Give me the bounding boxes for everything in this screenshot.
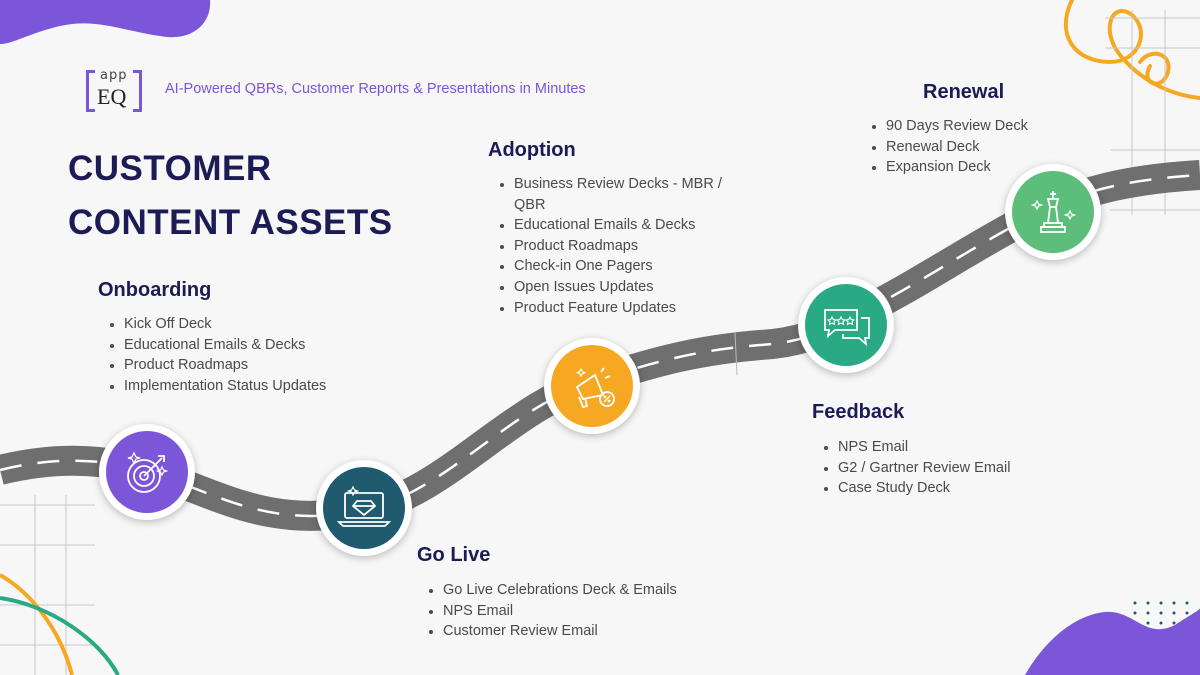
- logo-bracket-left: [86, 70, 95, 112]
- renewal-node: [1005, 164, 1101, 260]
- laptop-diamond-icon: [336, 485, 392, 527]
- orange-loop-decoration: [1063, 0, 1200, 100]
- list-item: Customer Review Email: [429, 621, 743, 642]
- list-item: Business Review Decks - MBR / QBR: [500, 174, 746, 215]
- purple-blob-bottom: [1025, 608, 1200, 675]
- list-item: Case Study Deck: [824, 478, 1078, 499]
- list-item: Open Issues Updates: [500, 277, 746, 298]
- list-item: Educational Emails & Decks: [110, 335, 344, 356]
- adoption-title: Adoption: [488, 139, 576, 161]
- onboarding-node: [99, 424, 195, 520]
- megaphone-icon: [575, 367, 615, 409]
- list-item: NPS Email: [429, 601, 743, 622]
- feedback-title: Feedback: [812, 401, 905, 423]
- main-title: CUSTOMER CONTENT ASSETS: [68, 142, 393, 250]
- golive-title: Go Live: [417, 544, 491, 566]
- grid-decoration-bottom: [0, 495, 95, 675]
- onboarding-title: Onboarding: [98, 279, 212, 301]
- adoption-list: Business Review Decks - MBR / QBR Educat…: [488, 174, 746, 318]
- main-title-line-1: CUSTOMER: [68, 149, 272, 188]
- list-item: Product Roadmaps: [500, 236, 746, 257]
- list-item: Educational Emails & Decks: [500, 215, 746, 236]
- list-item: Go Live Celebrations Deck & Emails: [429, 580, 743, 601]
- green-arc: [0, 596, 120, 675]
- road-dash: [0, 173, 1200, 518]
- onboarding-list: Kick Off Deck Educational Emails & Decks…: [98, 314, 344, 396]
- list-item: NPS Email: [824, 437, 1078, 458]
- list-item: Expansion Deck: [872, 157, 1106, 178]
- logo-bracket-right: [133, 70, 142, 112]
- logo-app-word: app: [100, 68, 128, 83]
- list-item: Check-in One Pagers: [500, 256, 746, 277]
- list-item: G2 / Gartner Review Email: [824, 458, 1078, 479]
- renewal-title: Renewal: [923, 81, 1005, 103]
- logo-eq-word: EQ: [97, 84, 127, 109]
- appeq-logo: app EQ: [86, 68, 142, 112]
- list-item: Renewal Deck: [872, 137, 1106, 158]
- orange-arc: [0, 573, 74, 675]
- main-title-line-2: CONTENT ASSETS: [68, 203, 393, 242]
- list-item: 90 Days Review Deck: [872, 116, 1106, 137]
- golive-node: [316, 460, 412, 556]
- renewal-list: 90 Days Review Deck Renewal Deck Expansi…: [860, 116, 1106, 178]
- road-seam: [734, 332, 738, 376]
- adoption-node: [544, 338, 640, 434]
- chat-rating-icon: [824, 309, 870, 347]
- chess-king-icon: [1030, 191, 1077, 233]
- feedback-list: NPS Email G2 / Gartner Review Email Case…: [812, 437, 1078, 499]
- list-item: Product Roadmaps: [110, 355, 344, 376]
- tagline: AI-Powered QBRs, Customer Reports & Pres…: [165, 81, 586, 97]
- list-item: Product Feature Updates: [500, 298, 746, 319]
- feedback-node: [798, 277, 894, 373]
- purple-blob-top: [0, 0, 211, 45]
- golive-list: Go Live Celebrations Deck & Emails NPS E…: [417, 580, 743, 642]
- target-icon: [127, 451, 169, 493]
- list-item: Kick Off Deck: [110, 314, 344, 335]
- list-item: Implementation Status Updates: [110, 376, 344, 397]
